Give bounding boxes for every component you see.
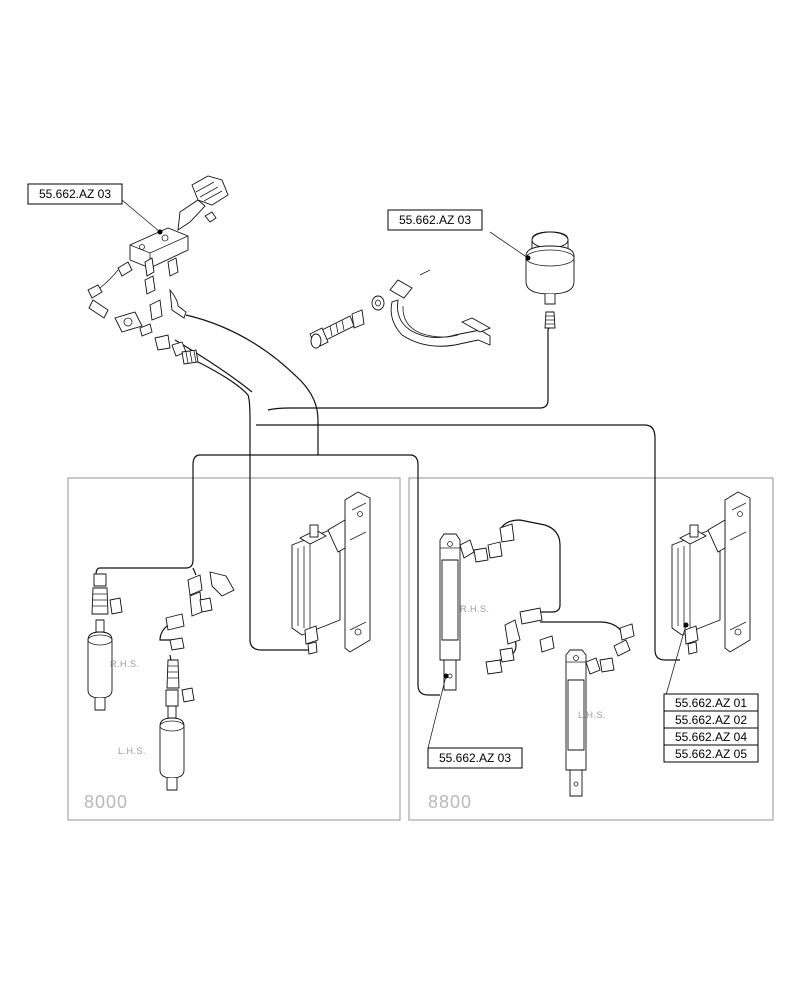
callout-bottom-center[interactable]: 55.662.AZ 03	[427, 747, 523, 769]
panel-8800-model: 8800	[428, 792, 472, 812]
panel-8000-rhs-label: R.H.S.	[110, 659, 140, 669]
callout-stack-item: 55.662.AZ 02	[675, 713, 747, 727]
callout-top-right-label: 55.662.AZ 03	[399, 213, 471, 227]
callout-stack[interactable]: 55.662.AZ 01 55.662.AZ 02 55.662.AZ 04 5…	[663, 693, 759, 763]
hose-lines	[95, 314, 680, 696]
panel-8800-lhs-label: L.H.S.	[578, 710, 606, 720]
manifold-block	[87, 175, 229, 365]
panel-8800	[408, 477, 774, 821]
callout-stack-item: 55.662.AZ 04	[675, 730, 747, 744]
callout-stack-item: 55.662.AZ 01	[675, 696, 747, 710]
callout-bottom-center-label: 55.662.AZ 03	[439, 751, 511, 765]
callout-top-left-label: 55.662.AZ 03	[39, 187, 111, 201]
leader-dot	[525, 255, 531, 261]
leader-dot	[157, 229, 163, 235]
bracket-assembly	[309, 269, 492, 349]
reservoir	[525, 231, 575, 329]
leader-dot	[683, 622, 689, 628]
callout-stack-item: 55.662.AZ 05	[675, 747, 747, 761]
panel-8000	[67, 477, 401, 821]
panel-8000-lhs-label: L.H.S.	[118, 746, 146, 756]
callout-top-left[interactable]: 55.662.AZ 03	[27, 183, 123, 205]
callout-leaders	[121, 199, 689, 749]
panel-8000-model: 8000	[84, 792, 128, 812]
panel-8800-rhs-label: R.H.S.	[460, 604, 490, 614]
panel-8000-parts	[87, 491, 371, 791]
panel-8800-parts	[439, 491, 751, 797]
leader-dot	[443, 673, 449, 679]
callout-top-right[interactable]: 55.662.AZ 03	[387, 209, 483, 231]
